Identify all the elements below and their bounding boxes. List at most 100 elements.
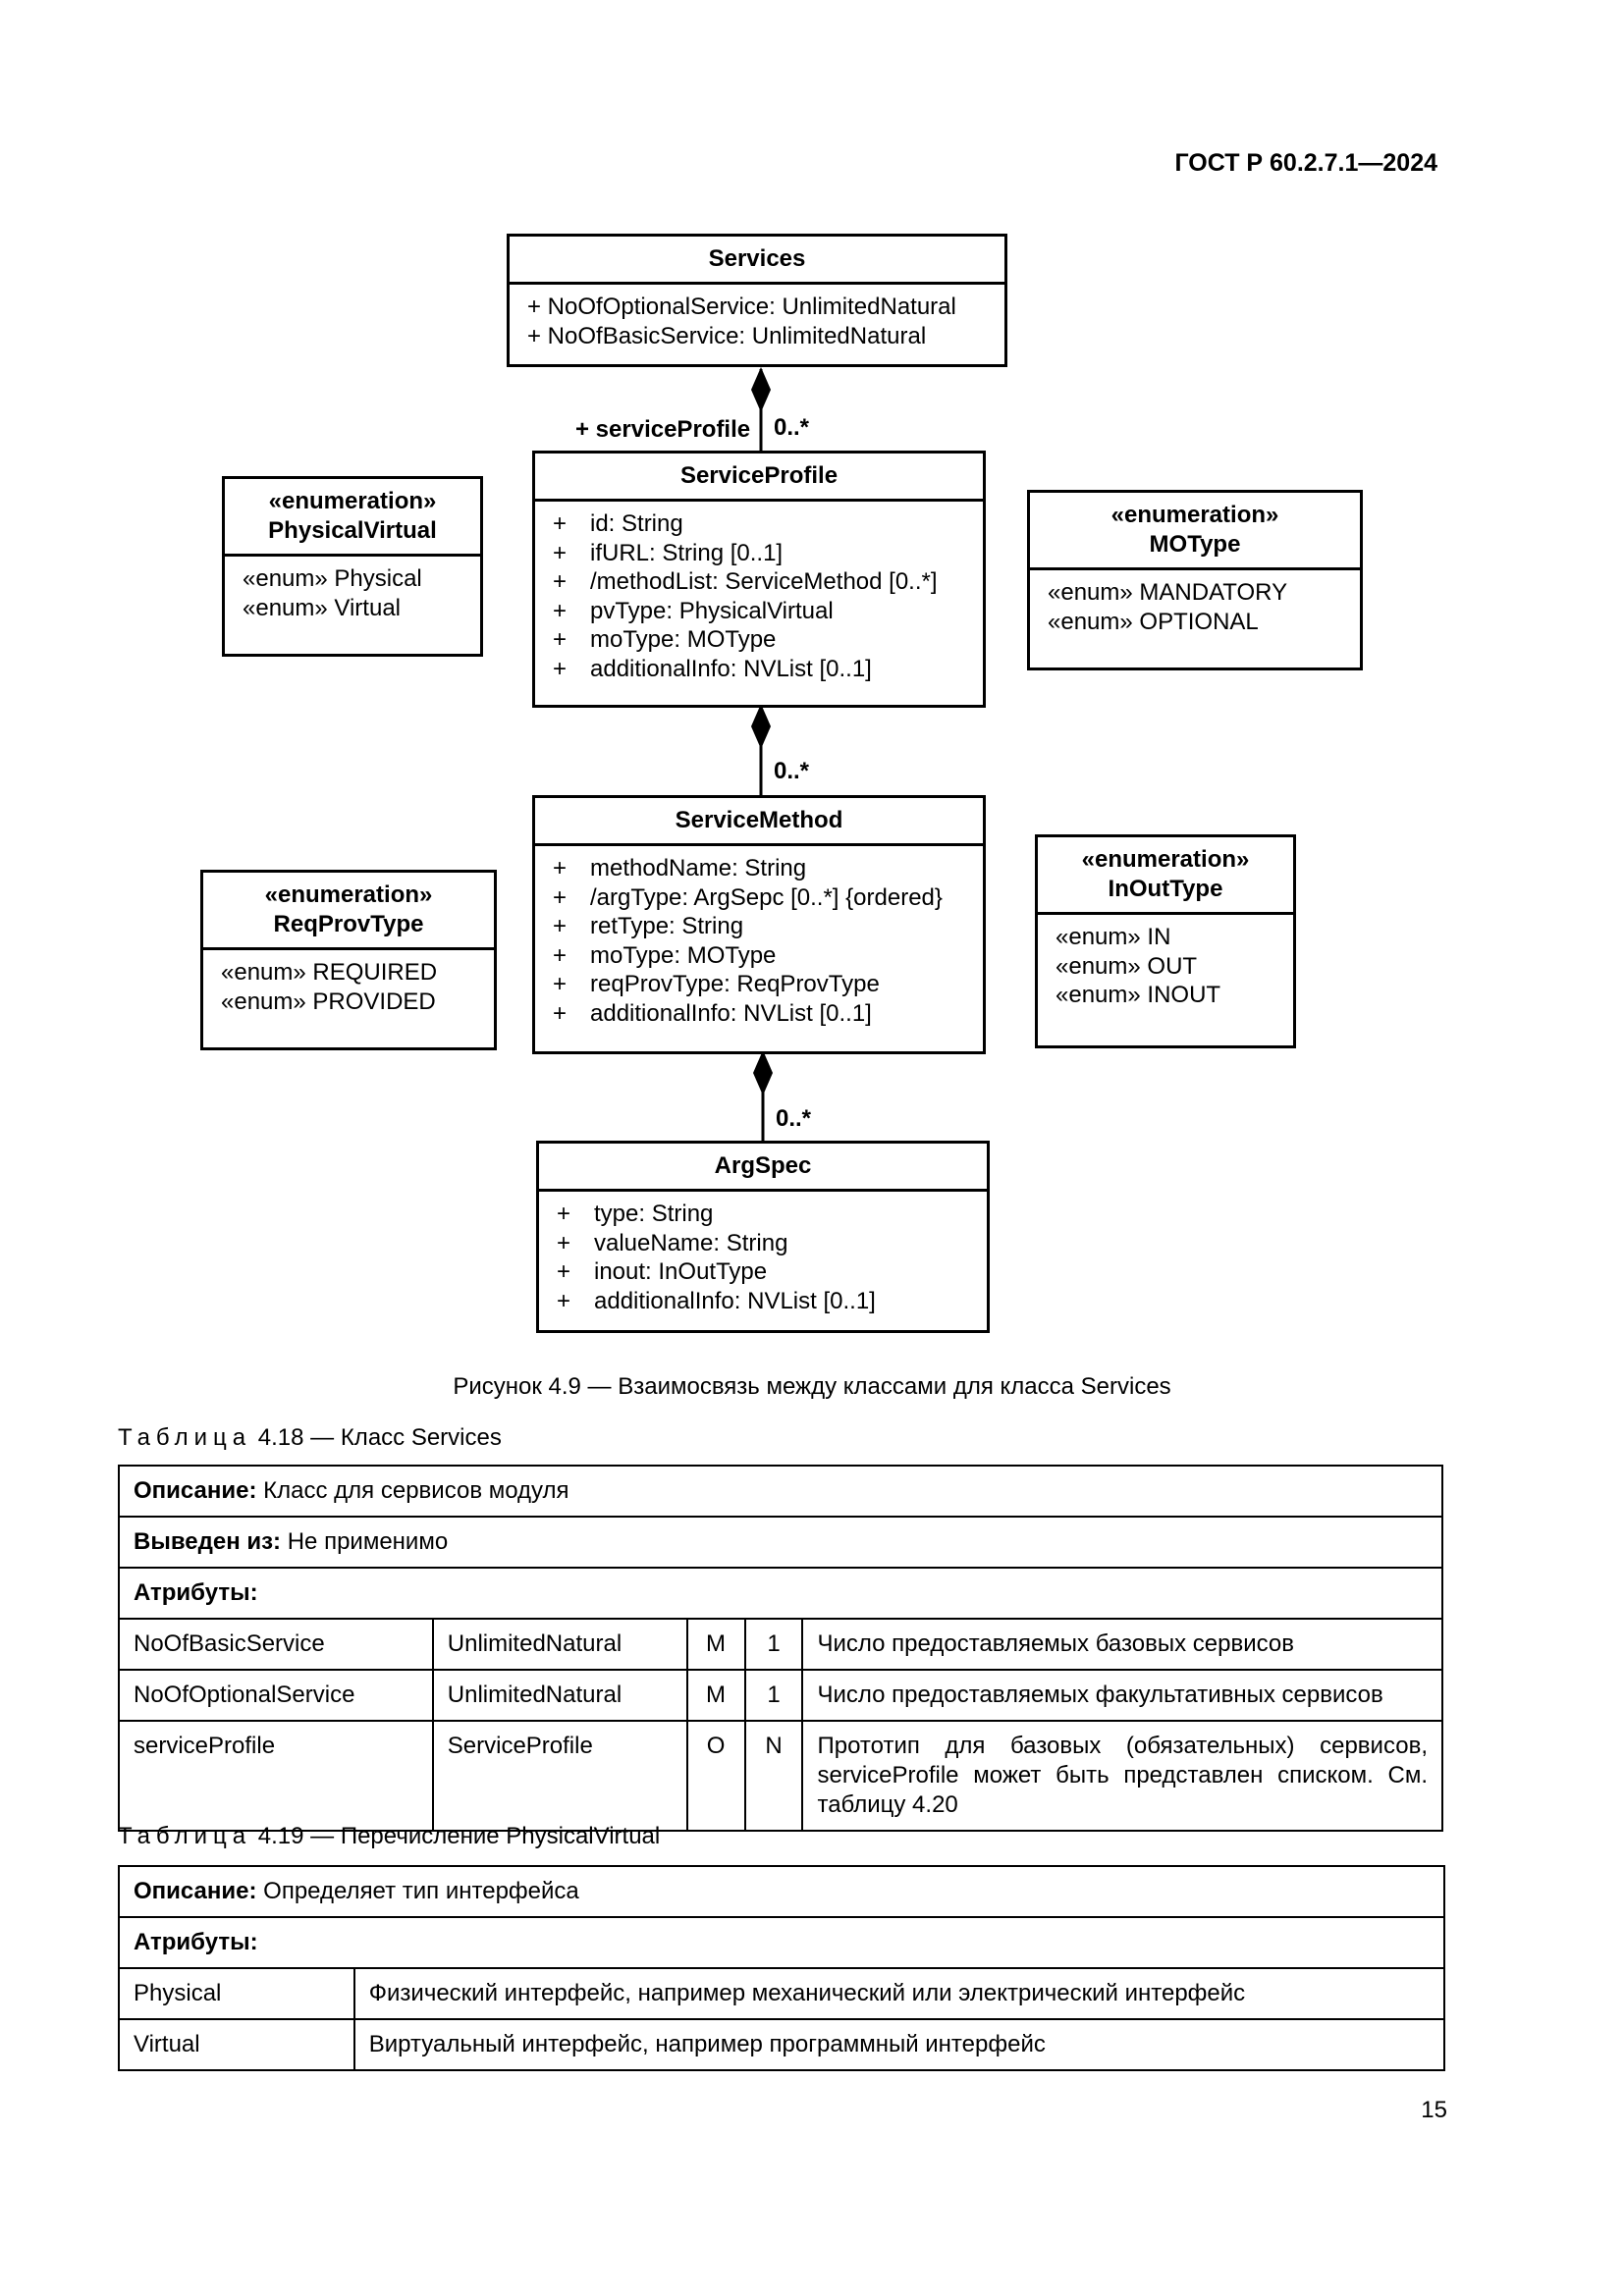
uml-connectors — [751, 367, 773, 1143]
table-row: Атрибуты: — [118, 1916, 1445, 1969]
role-label: + serviceProfile — [575, 416, 751, 443]
attribute: id: String — [553, 509, 965, 539]
cell-type: ServiceProfile — [431, 1720, 688, 1832]
attribute: additionalInfo: NVList [0..1] — [553, 655, 965, 684]
class-attributes: id: String ifURL: String [0..1] /methodL… — [535, 502, 983, 691]
class-services: Services + NoOfOptionalService: Unlimite… — [507, 234, 1007, 367]
attribute: additionalInfo: NVList [0..1] — [553, 999, 965, 1029]
enum-inouttype: «enumeration» InOutType «enum» IN «enum»… — [1035, 834, 1296, 1048]
multiplicity-label: 0..* — [776, 1105, 812, 1132]
derived-value: Не применимо — [287, 1528, 449, 1555]
table-row: Virtual Виртуальный интерфейс, например … — [118, 2018, 1446, 2071]
class-attributes: methodName: String /argType: ArgSepc [0.… — [535, 846, 983, 1036]
table-row: NoOfBasicService UnlimitedNatural M 1 Чи… — [118, 1618, 1443, 1671]
enum-values: «enum» MANDATORY «enum» OPTIONAL — [1030, 570, 1360, 644]
table-title-prefix: Таблица — [118, 1823, 252, 1849]
enum-value: «enum» PROVIDED — [221, 988, 436, 1015]
table-4-19: Описание: Определяет тип интерфейса Атри… — [118, 1865, 1446, 2071]
stereotype-label: «enumeration» — [264, 881, 433, 908]
enum-value: «enum» REQUIRED — [221, 959, 438, 986]
enum-values: «enum» IN «enum» OUT «enum» INOUT — [1038, 915, 1293, 1018]
cell-attribute: NoOfBasicService — [118, 1618, 434, 1671]
attributes-label: Атрибуты: — [134, 1579, 258, 1606]
cell-value: Physical — [118, 1967, 355, 2020]
cell-type: UnlimitedNatural — [431, 1669, 688, 1722]
enum-reqprovtype: «enumeration» ReqProvType «enum» REQUIRE… — [200, 870, 497, 1050]
enum-name: MOType — [1149, 531, 1241, 558]
page-number: 15 — [1421, 2097, 1447, 2123]
attribute: inout: InOutType — [557, 1257, 969, 1287]
table-row: Выведен из: Не применимо — [118, 1516, 1443, 1569]
attribute: additionalInfo: NVList [0..1] — [557, 1287, 969, 1316]
attribute: methodName: String — [553, 854, 965, 883]
cell-multiplicity: N — [743, 1720, 804, 1832]
attribute: type: String — [557, 1200, 969, 1229]
enum-name: InOutType — [1108, 876, 1223, 902]
table-row: serviceProfile ServiceProfile O N Протот… — [118, 1720, 1443, 1832]
table-row: NoOfOptionalService UnlimitedNatural M 1… — [118, 1669, 1443, 1722]
composition-diamond-icon — [751, 704, 771, 749]
cell-obligation: O — [685, 1720, 746, 1832]
attribute: + NoOfBasicService: UnlimitedNatural — [527, 322, 927, 349]
table-title: Таблица 4.19 — Перечисление PhysicalVirt… — [118, 1823, 660, 1850]
stereotype-label: «enumeration» — [1081, 846, 1250, 873]
cell-attribute: serviceProfile — [118, 1720, 434, 1832]
cell-type: UnlimitedNatural — [431, 1618, 688, 1671]
table-4-18: Описание: Класс для сервисов модуля Выве… — [118, 1465, 1443, 1832]
class-attributes: + NoOfOptionalService: UnlimitedNatural … — [510, 285, 1004, 358]
attribute: pvType: PhysicalVirtual — [553, 597, 965, 626]
cell-description: Прототип для базовых (обязательных) серв… — [801, 1720, 1443, 1832]
class-name: ServiceProfile — [535, 454, 983, 502]
enum-value: «enum» OUT — [1056, 952, 1198, 980]
class-attributes: type: String valueName: String inout: In… — [539, 1192, 987, 1323]
attribute: ifURL: String [0..1] — [553, 539, 965, 568]
cell-value: Virtual — [118, 2018, 355, 2071]
cell-description: Виртуальный интерфейс, например программ… — [352, 2018, 1446, 2071]
document-code: ГОСТ Р 60.2.7.1—2024 — [1174, 149, 1437, 177]
attribute: moType: MOType — [553, 941, 965, 971]
cell-obligation: M — [685, 1669, 746, 1722]
cell-description: Число предоставляемых базовых сервисов — [801, 1618, 1443, 1671]
enum-value: «enum» Physical — [243, 565, 422, 592]
class-servicemethod: ServiceMethod methodName: String /argTyp… — [532, 795, 986, 1054]
cell-description: Физический интерфейс, например механичес… — [352, 1967, 1446, 2020]
enum-value: «enum» OPTIONAL — [1048, 608, 1259, 635]
cell-multiplicity: 1 — [743, 1669, 804, 1722]
cell-obligation: M — [685, 1618, 746, 1671]
table-title-text: 4.19 — Перечисление PhysicalVirtual — [257, 1823, 661, 1849]
enum-value: «enum» Virtual — [243, 594, 401, 621]
description-label: Описание: — [134, 1878, 257, 1904]
description-label: Описание: — [134, 1477, 257, 1504]
enum-value: «enum» INOUT — [1056, 982, 1221, 1008]
class-argspec: ArgSpec type: String valueName: String i… — [536, 1141, 990, 1333]
table-title-text: 4.18 — Класс Services — [257, 1424, 502, 1451]
enum-name: PhysicalVirtual — [268, 517, 437, 544]
attribute: moType: MOType — [553, 625, 965, 655]
attributes-label: Атрибуты: — [134, 1929, 258, 1955]
class-name: ArgSpec — [539, 1144, 987, 1192]
attribute: /argType: ArgSepc [0..*] {ordered} — [553, 883, 965, 913]
attribute: retType: String — [553, 912, 965, 941]
cell-description: Число предоставляемых факультативных сер… — [801, 1669, 1443, 1722]
enum-values: «enum» Physical «enum» Virtual — [225, 557, 480, 630]
derived-label: Выведен из: — [134, 1528, 282, 1555]
attribute: valueName: String — [557, 1229, 969, 1258]
multiplicity-label: 0..* — [774, 758, 810, 784]
class-name: ServiceMethod — [535, 798, 983, 846]
cell-multiplicity: 1 — [743, 1618, 804, 1671]
figure-caption: Рисунок 4.9 — Взаимосвязь между классами… — [453, 1373, 1171, 1400]
attribute: reqProvType: ReqProvType — [553, 970, 965, 999]
table-title-prefix: Таблица — [118, 1424, 252, 1451]
class-serviceprofile: ServiceProfile id: String ifURL: String … — [532, 451, 986, 708]
enum-physicalvirtual: «enumeration» PhysicalVirtual «enum» Phy… — [222, 476, 483, 657]
table-row: Атрибуты: — [118, 1567, 1443, 1620]
enum-value: «enum» IN — [1056, 924, 1171, 950]
enum-motype: «enumeration» MOType «enum» MANDATORY «e… — [1027, 490, 1363, 670]
table-row: Physical Физический интерфейс, например … — [118, 1967, 1446, 2020]
attribute: + NoOfOptionalService: UnlimitedNatural — [527, 294, 956, 320]
multiplicity-label: 0..* — [774, 414, 810, 441]
description-value: Класс для сервисов модуля — [263, 1477, 569, 1504]
attribute: /methodList: ServiceMethod [0..*] — [553, 567, 965, 597]
class-name: Services — [510, 237, 1004, 285]
table-row: Описание: Класс для сервисов модуля — [118, 1465, 1443, 1518]
